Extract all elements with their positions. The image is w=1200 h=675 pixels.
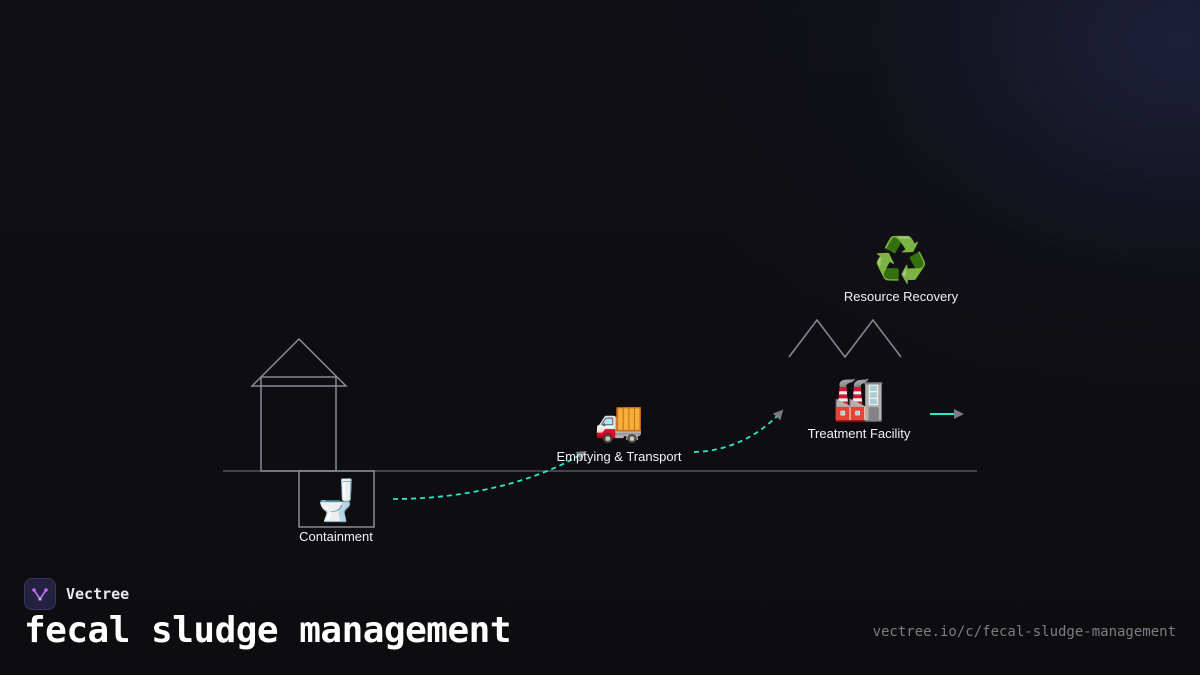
flow-transport-to-treatment <box>693 409 784 453</box>
brand: Vectree <box>24 577 129 611</box>
node-containment: 🚽 Containment <box>299 477 373 544</box>
toilet-icon: 🚽 <box>311 477 361 524</box>
delivery-truck-icon: 🚚 <box>594 399 644 445</box>
containment-pit <box>298 470 375 528</box>
page-title: fecal sludge management <box>24 610 512 651</box>
brand-name: Vectree <box>66 585 130 603</box>
vectree-logo-mark <box>32 588 48 601</box>
treatment-label: Treatment Facility <box>808 426 911 441</box>
containment-label: Containment <box>299 529 373 544</box>
recovery-label: Resource Recovery <box>844 289 959 304</box>
recycle-icon: ♻️ <box>874 235 929 286</box>
page-url[interactable]: vectree.io/c/fecal-sludge-management <box>872 624 1176 640</box>
flow-containment-to-transport <box>392 450 587 500</box>
transport-label: Emptying & Transport <box>557 449 682 464</box>
vectree-logo-icon <box>24 578 56 610</box>
node-transport: 🚚 Emptying & Transport <box>557 399 682 464</box>
node-recovery: ♻️ Resource Recovery <box>844 235 959 304</box>
house-outline <box>250 337 348 472</box>
factory-roof-outline <box>788 318 902 359</box>
factory-icon: 🏭 <box>833 374 885 423</box>
node-treatment: 🏭 Treatment Facility <box>808 374 911 441</box>
